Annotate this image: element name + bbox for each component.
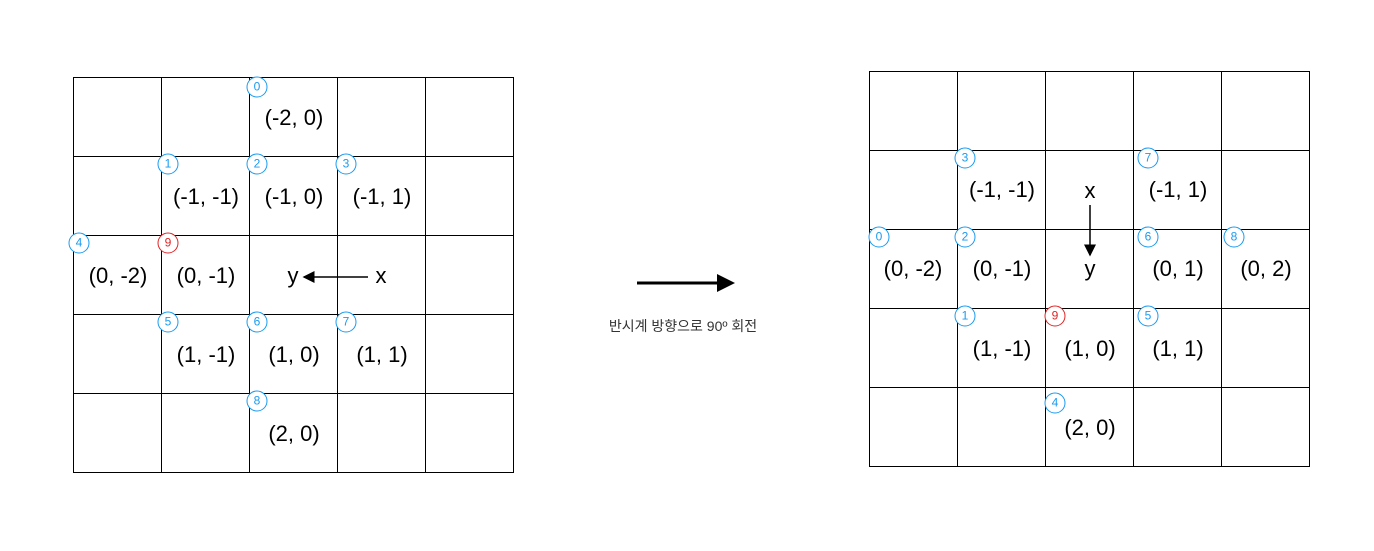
order-badge: 6	[246, 311, 268, 333]
coord-label: (0, -1)	[176, 263, 236, 288]
grid-cell	[1134, 72, 1222, 151]
order-badge: 7	[335, 311, 357, 333]
grid-cell	[870, 230, 958, 309]
coord-label: (1, 1)	[1152, 336, 1204, 361]
grid-after-rotation	[869, 71, 1310, 467]
coord-label: (-1, -1)	[969, 177, 1035, 202]
coord-label: (0, 2)	[1240, 256, 1292, 281]
grid-cell	[1222, 309, 1310, 388]
order-badge: 0	[246, 76, 268, 98]
coord-label: (1, 0)	[268, 342, 320, 367]
grid-cell	[338, 236, 426, 315]
order-badge: 2	[954, 226, 976, 248]
grid-cell	[426, 315, 514, 394]
grid-cell	[1222, 72, 1310, 151]
grid-cell	[1046, 309, 1134, 388]
grid-cell	[250, 157, 338, 236]
coord-label: (-1, 0)	[264, 184, 324, 209]
grid-cell	[74, 157, 162, 236]
grid-cell	[74, 78, 162, 157]
grid-cell	[74, 236, 162, 315]
order-badge: 5	[157, 311, 179, 333]
grid-cell	[426, 394, 514, 473]
grid-cell	[1134, 230, 1222, 309]
rotation-caption: 반시계 방향으로 90º 회전	[608, 318, 758, 334]
coord-label: (1, 0)	[1064, 336, 1116, 361]
grid-cell	[958, 230, 1046, 309]
grid-cell	[1134, 151, 1222, 230]
coord-label: (0, -1)	[972, 256, 1032, 281]
grid-cell	[162, 157, 250, 236]
grid-cell	[338, 394, 426, 473]
grid-cell	[162, 236, 250, 315]
y-axis-label: y	[287, 263, 299, 288]
order-badge: 3	[954, 147, 976, 169]
grid-cell	[1222, 230, 1310, 309]
order-badge: 1	[954, 305, 976, 327]
grid-cell	[250, 394, 338, 473]
grid-cell	[426, 236, 514, 315]
order-badge: 3	[335, 153, 357, 175]
x-axis-label: x	[375, 263, 387, 288]
grid-cell	[870, 72, 958, 151]
order-badge: 0	[868, 226, 890, 248]
y-axis-label: y	[1084, 256, 1096, 281]
coord-label: (-1, 1)	[352, 184, 412, 209]
grid-cell	[1046, 72, 1134, 151]
highlighted-order-badge: 9	[157, 232, 179, 254]
order-badge: 7	[1137, 147, 1159, 169]
grid-cell	[870, 388, 958, 467]
coord-label: (1, 1)	[356, 342, 408, 367]
coord-label: (-1, -1)	[173, 184, 239, 209]
grid-cell	[870, 151, 958, 230]
coord-label: (0, 1)	[1152, 256, 1204, 281]
grid-cell	[1222, 151, 1310, 230]
grid-cell	[338, 78, 426, 157]
grid-cell	[1046, 388, 1134, 467]
order-badge: 4	[68, 232, 90, 254]
grid-cell	[958, 72, 1046, 151]
grid-cell	[1222, 388, 1310, 467]
grid-cell	[162, 394, 250, 473]
coord-label: (0, -2)	[883, 256, 943, 281]
order-badge: 5	[1137, 305, 1159, 327]
grid-cell	[958, 388, 1046, 467]
grid-cell	[426, 78, 514, 157]
grid-cell	[338, 315, 426, 394]
highlighted-order-badge: 9	[1044, 305, 1066, 327]
coord-label: (-1, 1)	[1148, 177, 1208, 202]
grid-cell	[1134, 309, 1222, 388]
grid-before-rotation	[73, 77, 514, 473]
grid-cell	[958, 151, 1046, 230]
coord-label: (2, 0)	[268, 421, 320, 446]
order-badge: 8	[246, 390, 268, 412]
order-badge: 2	[246, 153, 268, 175]
grid-cell	[250, 315, 338, 394]
grid-cell	[1046, 230, 1134, 309]
grid-cell	[250, 78, 338, 157]
coord-label: (1, -1)	[972, 336, 1032, 361]
coord-label: (1, -1)	[176, 342, 236, 367]
grid-cell	[74, 315, 162, 394]
grid-cell	[870, 309, 958, 388]
grid-cell	[958, 309, 1046, 388]
order-badge: 6	[1137, 226, 1159, 248]
coord-label: (-2, 0)	[264, 105, 324, 130]
grid-cell	[1134, 388, 1222, 467]
grid-cell	[338, 157, 426, 236]
grid-cell	[74, 394, 162, 473]
coord-label: (2, 0)	[1064, 415, 1116, 440]
coord-label: (0, -2)	[88, 263, 148, 288]
order-badge: 4	[1044, 392, 1066, 414]
order-badge: 1	[157, 153, 179, 175]
order-badge: 8	[1223, 226, 1245, 248]
x-axis-label: x	[1084, 178, 1096, 203]
grid-cell	[250, 236, 338, 315]
grid-cell	[162, 78, 250, 157]
grid-cell	[426, 157, 514, 236]
grid-cell	[162, 315, 250, 394]
